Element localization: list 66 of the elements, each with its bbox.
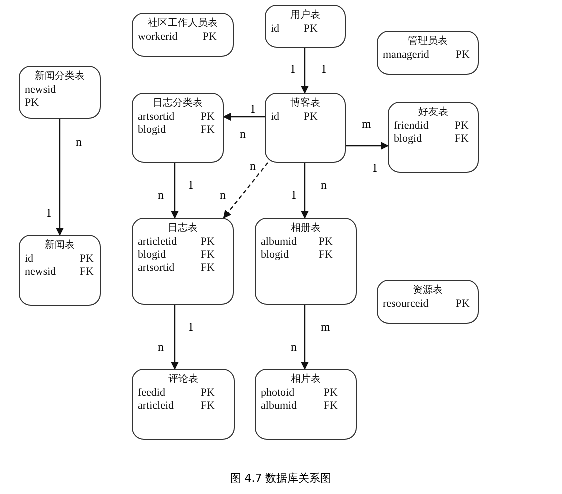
field-row-text: blogid FK bbox=[138, 249, 216, 262]
cardinality-label: 1 bbox=[187, 321, 195, 333]
field-row-text: blogid FK bbox=[138, 124, 216, 137]
field-row-text: newsid bbox=[25, 84, 58, 97]
arrow bbox=[171, 163, 179, 219]
table-name: 评论表 bbox=[168, 373, 200, 387]
table-name: 好友表 bbox=[418, 106, 450, 120]
field-row-text: artsortid FK bbox=[138, 262, 216, 275]
field-row-text: id PK bbox=[271, 111, 319, 124]
cardinality-label: 1 bbox=[45, 207, 53, 219]
table-box bbox=[132, 93, 224, 163]
table-name: 相片表 bbox=[290, 373, 322, 387]
field-row-text: id PK bbox=[271, 23, 319, 36]
arrow bbox=[301, 48, 309, 94]
field-row-text: artsortid PK bbox=[138, 111, 216, 124]
field-row: newsid FK bbox=[25, 266, 95, 279]
table-name: 资源表 bbox=[412, 284, 444, 298]
field-row-text: resourceid PK bbox=[383, 298, 471, 311]
table-box bbox=[377, 280, 479, 324]
table-box bbox=[19, 235, 101, 306]
field-row-text: managerid PK bbox=[383, 49, 471, 62]
field-row-text: feedid PK bbox=[138, 387, 216, 400]
table-box bbox=[132, 13, 234, 57]
table-box bbox=[19, 66, 101, 119]
table-name: 日志分类表 bbox=[152, 97, 204, 111]
arrow bbox=[346, 142, 389, 150]
arrow bbox=[301, 163, 309, 219]
cardinality-label: 1 bbox=[289, 63, 297, 75]
field-row: id PK bbox=[25, 253, 95, 266]
arrow bbox=[171, 305, 179, 370]
cardinality-label: 1 bbox=[320, 63, 328, 75]
table-box bbox=[388, 102, 479, 173]
table-box bbox=[132, 218, 234, 305]
cardinality-label: 1 bbox=[371, 162, 379, 174]
table-box bbox=[132, 369, 235, 440]
field-row-text: photoid PK bbox=[261, 387, 339, 400]
arrow bbox=[223, 113, 265, 121]
arrow bbox=[301, 305, 309, 370]
table-name: 相册表 bbox=[290, 222, 322, 236]
table-box bbox=[255, 369, 357, 440]
table-box bbox=[265, 93, 346, 163]
arrow bbox=[56, 119, 64, 236]
table-box bbox=[377, 31, 479, 75]
table-name: 日志表 bbox=[167, 222, 199, 236]
field-row-text: articletid PK bbox=[138, 236, 216, 249]
table-box bbox=[255, 218, 357, 305]
field-row-text: articleid FK bbox=[138, 400, 216, 413]
field-row-text: workerid PK bbox=[138, 31, 218, 44]
field-row-text: blogid FK bbox=[394, 133, 470, 146]
field-row-text: blogid FK bbox=[261, 249, 334, 262]
field-row-text: albumid PK bbox=[261, 236, 334, 249]
field-row-text: albumid FK bbox=[261, 400, 339, 413]
cardinality-label: 1 bbox=[249, 103, 257, 115]
cardinality-label: 1 bbox=[187, 179, 195, 191]
figure-caption: 图 4.7 数据库关系图 bbox=[230, 472, 332, 485]
table-box bbox=[265, 5, 346, 48]
table-name: 用户表 bbox=[290, 9, 322, 23]
table-name: 新闻分类表 bbox=[34, 70, 86, 84]
cardinality-label: 1 bbox=[290, 189, 298, 201]
field-row-text: PK bbox=[25, 97, 40, 110]
table-name: 管理员表 bbox=[407, 35, 449, 49]
table-name: 社区工作人员表 bbox=[147, 17, 219, 31]
field-row-text: friendid PK bbox=[394, 120, 470, 133]
table-name: 新闻表 bbox=[44, 239, 76, 253]
table-name: 博客表 bbox=[290, 97, 322, 111]
arrow bbox=[223, 162, 268, 219]
